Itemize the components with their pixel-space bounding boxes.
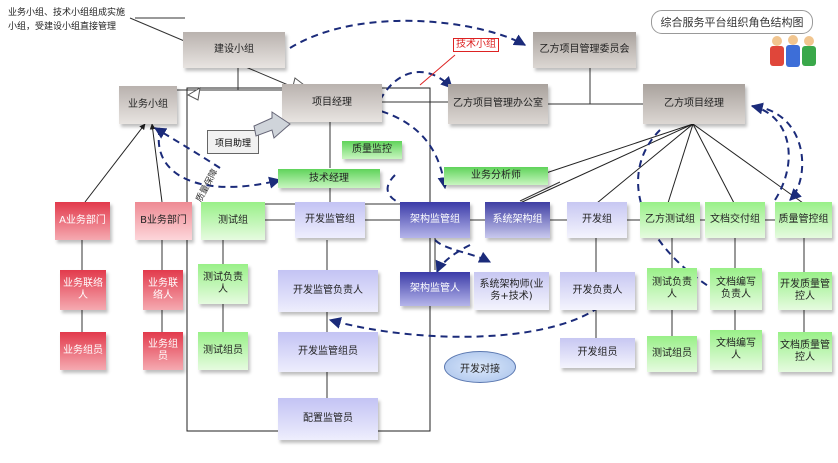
party-b-committee-node: 乙方项目管理委员会 [533, 32, 636, 68]
quality-monitor-node: 质量监控 [342, 141, 402, 159]
qc-lead-node: 开发质量管控人 [778, 272, 832, 310]
assistant-node: 项目助理 [207, 130, 259, 154]
dev-handoff-ellipse: 开发对接 [444, 351, 516, 383]
dev-group-node: 开发组 [567, 202, 627, 238]
tech-group-label: 技术小组 [453, 38, 499, 52]
arch-monitor-person-node: 架构监管人 [400, 272, 470, 306]
party-b-test-member-node: 测试组员 [647, 336, 697, 372]
dev-lead-node: 开发负责人 [560, 272, 635, 310]
member-b-node: 业务组员 [143, 332, 183, 370]
people-icon [770, 35, 816, 67]
dev-member-node: 开发组员 [560, 338, 635, 368]
tech-manager-node: 技术经理 [278, 169, 380, 188]
pointer-arrow-icon [253, 111, 291, 139]
biz-analyst-node: 业务分析师 [444, 167, 548, 185]
dept-b-node: B业务部门 [135, 202, 192, 240]
party-b-test-group-node: 乙方测试组 [640, 202, 700, 238]
dev-monitor-group-node: 开发监管组 [295, 202, 365, 238]
liaison-a-node: 业务联络人 [60, 270, 106, 310]
sys-architect-node: 系统架构师(业务+技术) [474, 272, 549, 310]
doc-writer-node: 文档编写人 [710, 330, 762, 370]
party-b-test-lead-node: 测试负责人 [647, 268, 697, 310]
test-member-node: 测试组员 [198, 332, 248, 370]
test-group-node: 测试组 [201, 202, 265, 240]
build-group-node: 建设小组 [183, 32, 285, 68]
pm-node: 项目经理 [282, 84, 382, 122]
doc-group-node: 文档交付组 [705, 202, 765, 238]
dev-monitor-member-node: 开发监管组员 [278, 332, 378, 372]
party-b-office-node: 乙方项目管理办公室 [448, 84, 548, 124]
dev-monitor-lead-node: 开发监管负责人 [278, 270, 378, 312]
sys-arch-group-node: 系统架构组 [485, 202, 550, 238]
liaison-b-node: 业务联络人 [143, 270, 183, 310]
config-monitor-node: 配置监管员 [278, 398, 378, 440]
doc-writer-lead-node: 文档编写负责人 [710, 268, 762, 310]
note-text: 业务小组、技术小组组成实施小组，受建设小组直接管理 [8, 8, 126, 32]
biz-group-node: 业务小组 [119, 86, 177, 124]
dept-a-node: A业务部门 [55, 202, 110, 240]
test-lead-node: 测试负责人 [198, 264, 248, 304]
arch-monitor-group-node: 架构监管组 [400, 202, 470, 238]
diagram-title: 综合服务平台组织角色结构图 [651, 10, 813, 34]
party-b-pm-node: 乙方项目经理 [643, 84, 745, 124]
doc-qc-node: 文档质量管控人 [778, 332, 832, 372]
member-a-node: 业务组员 [60, 332, 106, 370]
qc-group-node: 质量管控组 [775, 202, 832, 238]
